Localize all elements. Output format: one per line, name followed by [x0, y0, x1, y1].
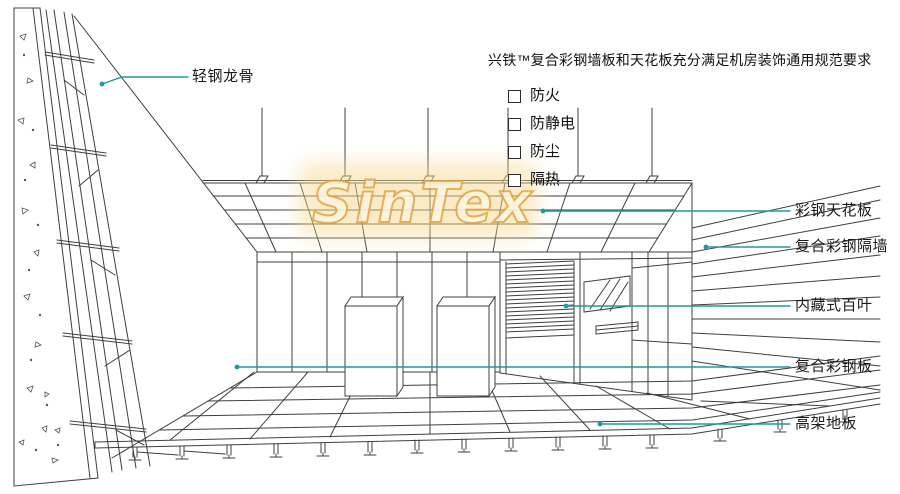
leader-lines	[99, 76, 791, 427]
concrete-wall	[13, 7, 99, 487]
leader-steel-keel	[101, 76, 189, 85]
label-raised-floor: 高架地板	[795, 415, 858, 432]
spec-title: 兴铁™复合彩钢墙板和天花板充分满足机房装饰通用规范要求	[488, 52, 872, 68]
label-composite-panel: 复合彩钢板	[795, 358, 873, 375]
check-item-fireproof: 防火	[508, 88, 560, 104]
partition-wall	[499, 251, 693, 401]
watermark-text: SinTex	[312, 171, 534, 236]
server-cabinets	[344, 295, 496, 398]
check-label: 防尘	[530, 143, 561, 160]
louver-slats	[505, 264, 575, 333]
label-partition-wall: 复合彩钢隔墙	[795, 238, 889, 255]
check-item-dustproof: 防尘	[508, 144, 560, 160]
raised-floor-grid	[94, 355, 881, 449]
checkbox-icon	[508, 117, 521, 131]
label-hidden-louver: 内藏式百叶	[795, 297, 873, 314]
watermark: SinTex	[298, 162, 538, 238]
checkbox-icon	[508, 173, 521, 187]
label-steel-keel: 轻钢龙骨	[192, 68, 255, 85]
check-item-heat-insulation: 隔热	[508, 172, 560, 188]
check-item-antistatic: 防静电	[508, 116, 575, 132]
label-ceiling-panel: 彩钢天花板	[795, 202, 873, 219]
check-label: 防静电	[530, 115, 576, 132]
check-label: 防火	[530, 87, 561, 104]
check-label: 隔热	[530, 171, 561, 188]
checkbox-icon	[508, 145, 521, 159]
checkbox-icon	[508, 89, 521, 103]
steel-keel-frame	[44, 9, 258, 473]
